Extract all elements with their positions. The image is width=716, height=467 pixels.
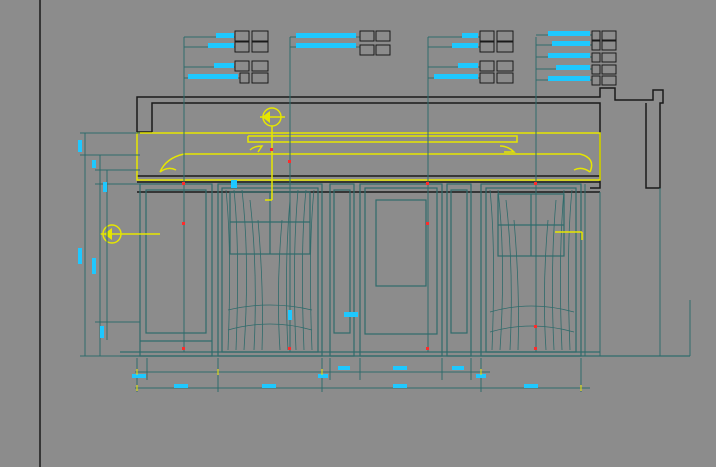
curtain-folds [225,189,575,351]
section-arrow-top [262,111,270,123]
bottom-dimensions [135,358,590,392]
section-symbol-right [555,231,583,240]
crown-molding-highlight [136,132,601,181]
left-dimensions [80,132,140,357]
section-arrow-left [104,228,112,240]
annotation-labels [188,31,590,81]
ceiling-outline [136,87,664,193]
inner-labels [231,180,358,320]
annotation-boxes [234,30,617,86]
dimension-ticks [136,369,582,391]
side-wall [584,184,691,356]
bottom-dimension-text [132,366,538,388]
red-markers [182,148,537,350]
left-dimension-text [78,140,107,338]
wall-panels [120,183,690,357]
